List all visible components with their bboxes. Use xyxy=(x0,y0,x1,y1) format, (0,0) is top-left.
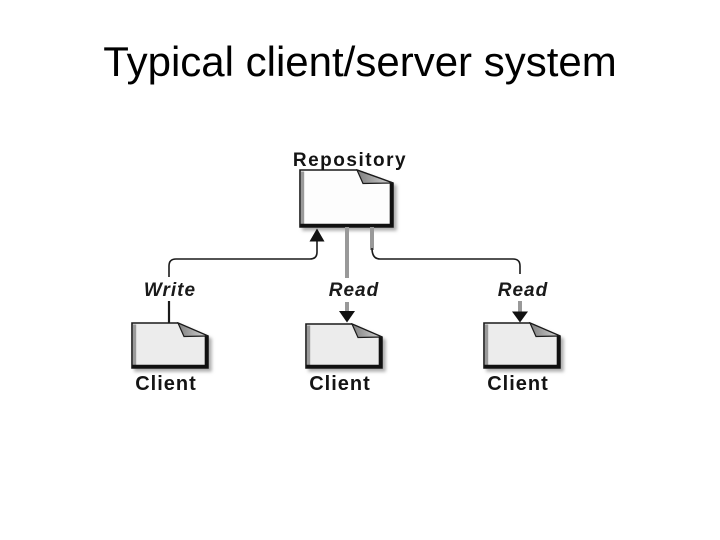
repository-note-icon xyxy=(299,168,394,228)
arrow-up-icon xyxy=(309,228,325,242)
read-connection-right xyxy=(370,227,528,323)
arrow-down-icon xyxy=(512,311,528,323)
read-label-right: Read xyxy=(498,280,548,301)
folded-corner-icon xyxy=(355,168,394,185)
arrow-down-icon xyxy=(339,311,355,323)
client-note-icon-3 xyxy=(483,321,561,369)
write-label: Write xyxy=(144,280,196,301)
folded-corner-icon xyxy=(176,321,209,338)
repository-label: Repository xyxy=(293,150,407,171)
client-label-2: Client xyxy=(309,373,371,395)
slide-title: Typical client/server system xyxy=(103,38,617,85)
client-note-icon-2 xyxy=(305,322,383,369)
client-note-icon-1 xyxy=(131,321,209,369)
read-connection-middle xyxy=(339,227,355,323)
write-connection xyxy=(167,228,325,323)
client-label-3: Client xyxy=(487,373,549,395)
folded-corner-icon xyxy=(528,321,561,338)
client-label-1: Client xyxy=(135,373,197,395)
folded-corner-icon xyxy=(350,322,383,339)
read-label-middle: Read xyxy=(329,280,379,301)
